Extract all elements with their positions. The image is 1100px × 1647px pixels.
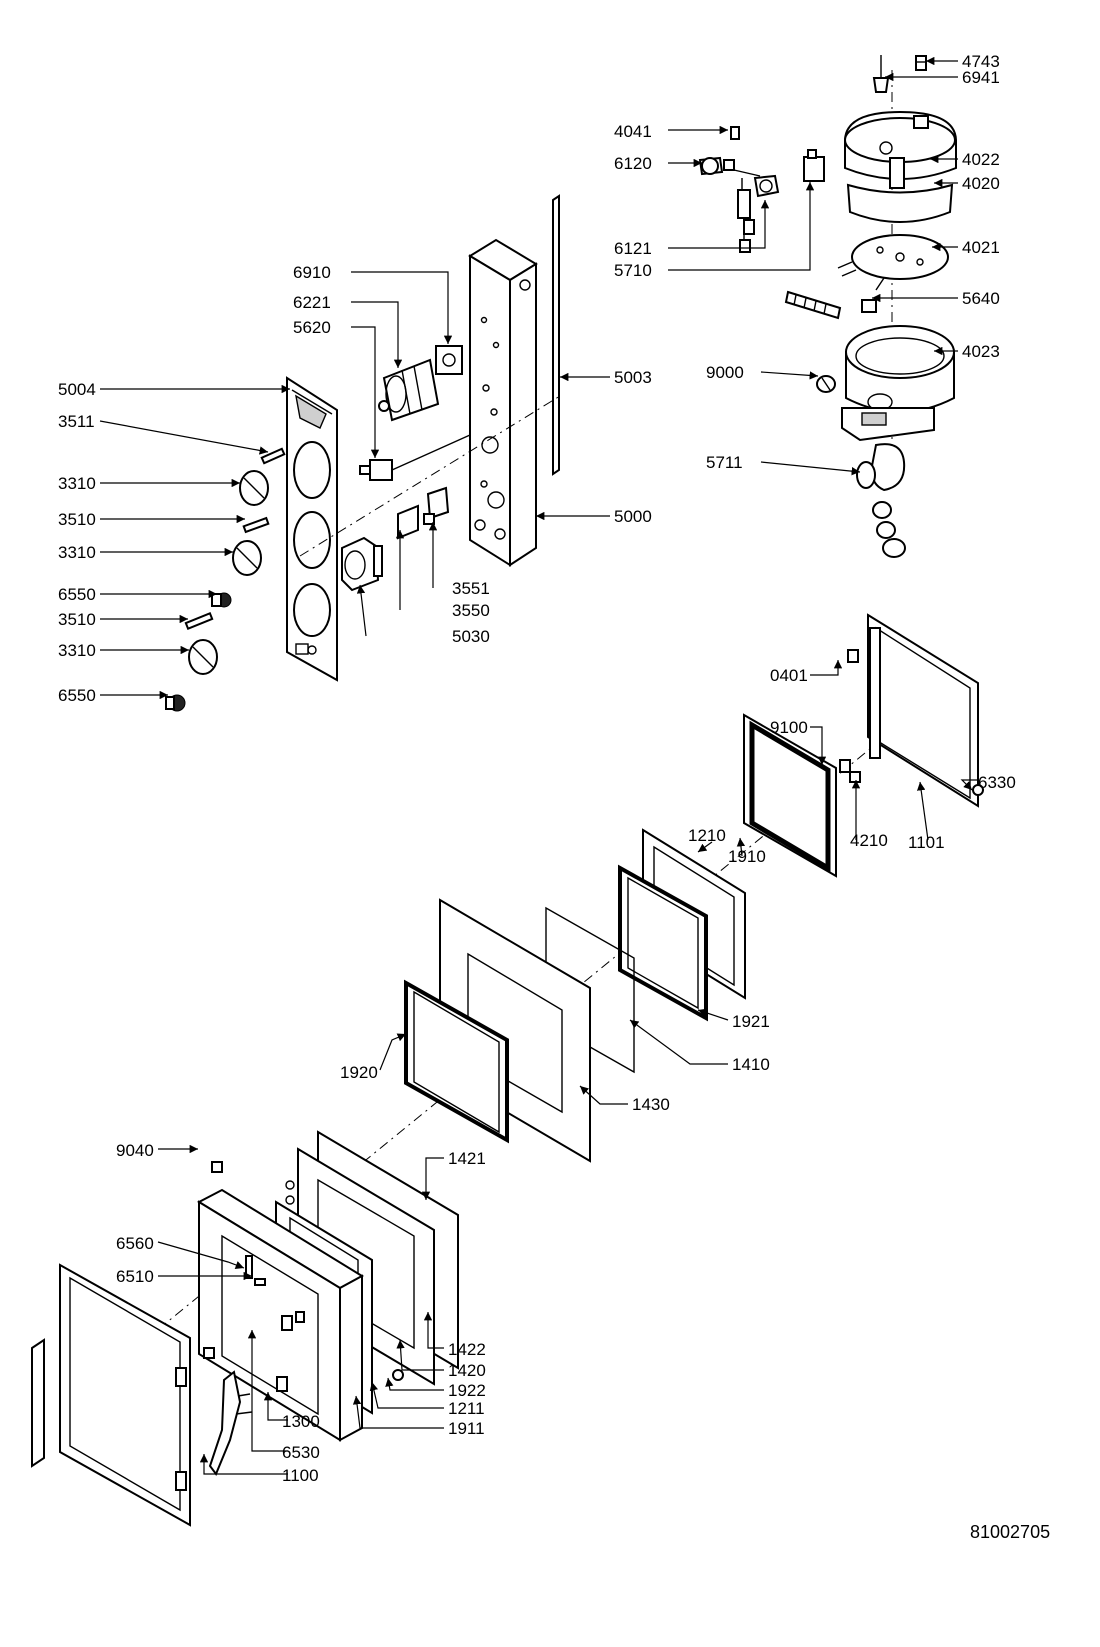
callout-6910: 6910: [293, 263, 331, 282]
control-column-part: [468, 238, 538, 567]
callout-4041: 4041: [614, 122, 652, 141]
valve-cluster-part: [698, 126, 780, 253]
door-assembly: [31, 613, 984, 1527]
callout-0401: 0401: [770, 666, 808, 685]
generator-body-part: [846, 183, 954, 223]
door-front-panel-part: [31, 1263, 191, 1527]
callout-9000: 9000: [706, 363, 744, 382]
drawing-number: 81002705: [970, 1522, 1051, 1542]
column-seal-strip-part: [552, 194, 560, 476]
door-frame-part: [847, 613, 984, 808]
callout-1920: 1920: [340, 1063, 378, 1082]
callout-1910: 1910: [728, 847, 766, 866]
selector-switch-part: [359, 434, 471, 481]
indicator-lamp-part: [165, 592, 232, 712]
callout-6510: 6510: [116, 1267, 154, 1286]
callout-3550: 3550: [452, 601, 490, 620]
callout-6120: 6120: [614, 154, 652, 173]
callout-4743: 4743: [962, 52, 1000, 71]
callout-1911: 1911: [448, 1419, 485, 1438]
callout-1100: 1100: [282, 1466, 319, 1485]
fitting-part: [915, 55, 927, 71]
callout-5620: 5620: [293, 318, 331, 337]
pressure-switch-part: [803, 149, 825, 182]
callout-1210: 1210: [688, 826, 726, 845]
probe-part: [872, 55, 890, 93]
callout-1211: 1211: [448, 1399, 485, 1418]
callout-4020: 4020: [962, 174, 1000, 193]
thermostat-part: [341, 536, 383, 592]
callout-3551: 3551: [452, 579, 490, 598]
callout-6221: 6221: [293, 293, 331, 312]
callout-4210: 4210: [850, 831, 888, 850]
control-knob-part: [188, 470, 269, 675]
callout-1922: 1922: [448, 1381, 486, 1400]
door-gasket-outer-part: [743, 713, 837, 878]
callout-5710: 5710: [614, 261, 652, 280]
callout-1422: 1422: [448, 1340, 486, 1359]
callout-6550-b: 6550: [58, 686, 96, 705]
callout-3310-b: 3310: [58, 543, 96, 562]
glass-gasket-front-part: [404, 979, 509, 1144]
callout-5003: 5003: [614, 368, 652, 387]
callout-1300: 1300: [282, 1412, 320, 1431]
callout-6560: 6560: [116, 1234, 154, 1253]
callout-3511: 3511: [58, 412, 95, 431]
callout-9040: 9040: [116, 1141, 154, 1160]
callout-1921: 1921: [732, 1012, 770, 1031]
callout-labels: 4743 6941 4041 6120 4022 4020 6121 5710 …: [58, 52, 1016, 1485]
callout-1421: 1421: [448, 1149, 486, 1168]
callout-1410: 1410: [732, 1055, 770, 1074]
callout-1101: 1101: [908, 833, 945, 852]
latch-hardware-part: [245, 1180, 305, 1392]
callout-4021: 4021: [962, 238, 1000, 257]
control-panel-assembly: [165, 194, 561, 712]
callout-1430: 1430: [632, 1095, 670, 1114]
steam-generator-assembly: [698, 55, 957, 558]
glass-gasket-part: [618, 864, 708, 1022]
water-tank-part: [841, 325, 955, 442]
door-handle-part: [208, 1370, 253, 1477]
callout-5711: 5711: [706, 453, 743, 472]
callout-leaders: [99, 56, 978, 1475]
callout-3310-a: 3310: [58, 474, 96, 493]
bracket-part: [397, 486, 450, 540]
callout-6550-a: 6550: [58, 585, 96, 604]
callout-3310-c: 3310: [58, 641, 96, 660]
callout-5030: 5030: [452, 627, 490, 646]
timer-motor-part: [378, 345, 463, 422]
callout-3510-a: 3510: [58, 510, 96, 529]
heating-plate-part: [837, 234, 949, 291]
sensor-part: [816, 375, 836, 393]
drain-fitting-part: [856, 443, 906, 558]
control-panel-front-part: [286, 376, 338, 682]
generator-lid-part: [844, 110, 957, 189]
callout-9100: 9100: [770, 718, 808, 737]
callout-5000: 5000: [614, 507, 652, 526]
callout-6330: 6330: [978, 773, 1016, 792]
terminal-strip-part: [784, 290, 877, 320]
callout-4023: 4023: [962, 342, 1000, 361]
callout-3510-b: 3510: [58, 610, 96, 629]
hinge-bracket-part: [839, 759, 861, 783]
callout-6530: 6530: [282, 1443, 320, 1462]
callout-5640: 5640: [962, 289, 1000, 308]
knob-shaft-part: [184, 447, 286, 630]
callout-6121: 6121: [614, 239, 652, 258]
callout-6941: 6941: [962, 68, 1000, 87]
callout-1420: 1420: [448, 1361, 486, 1380]
callout-4022: 4022: [962, 150, 1000, 169]
callout-5004: 5004: [58, 380, 96, 399]
